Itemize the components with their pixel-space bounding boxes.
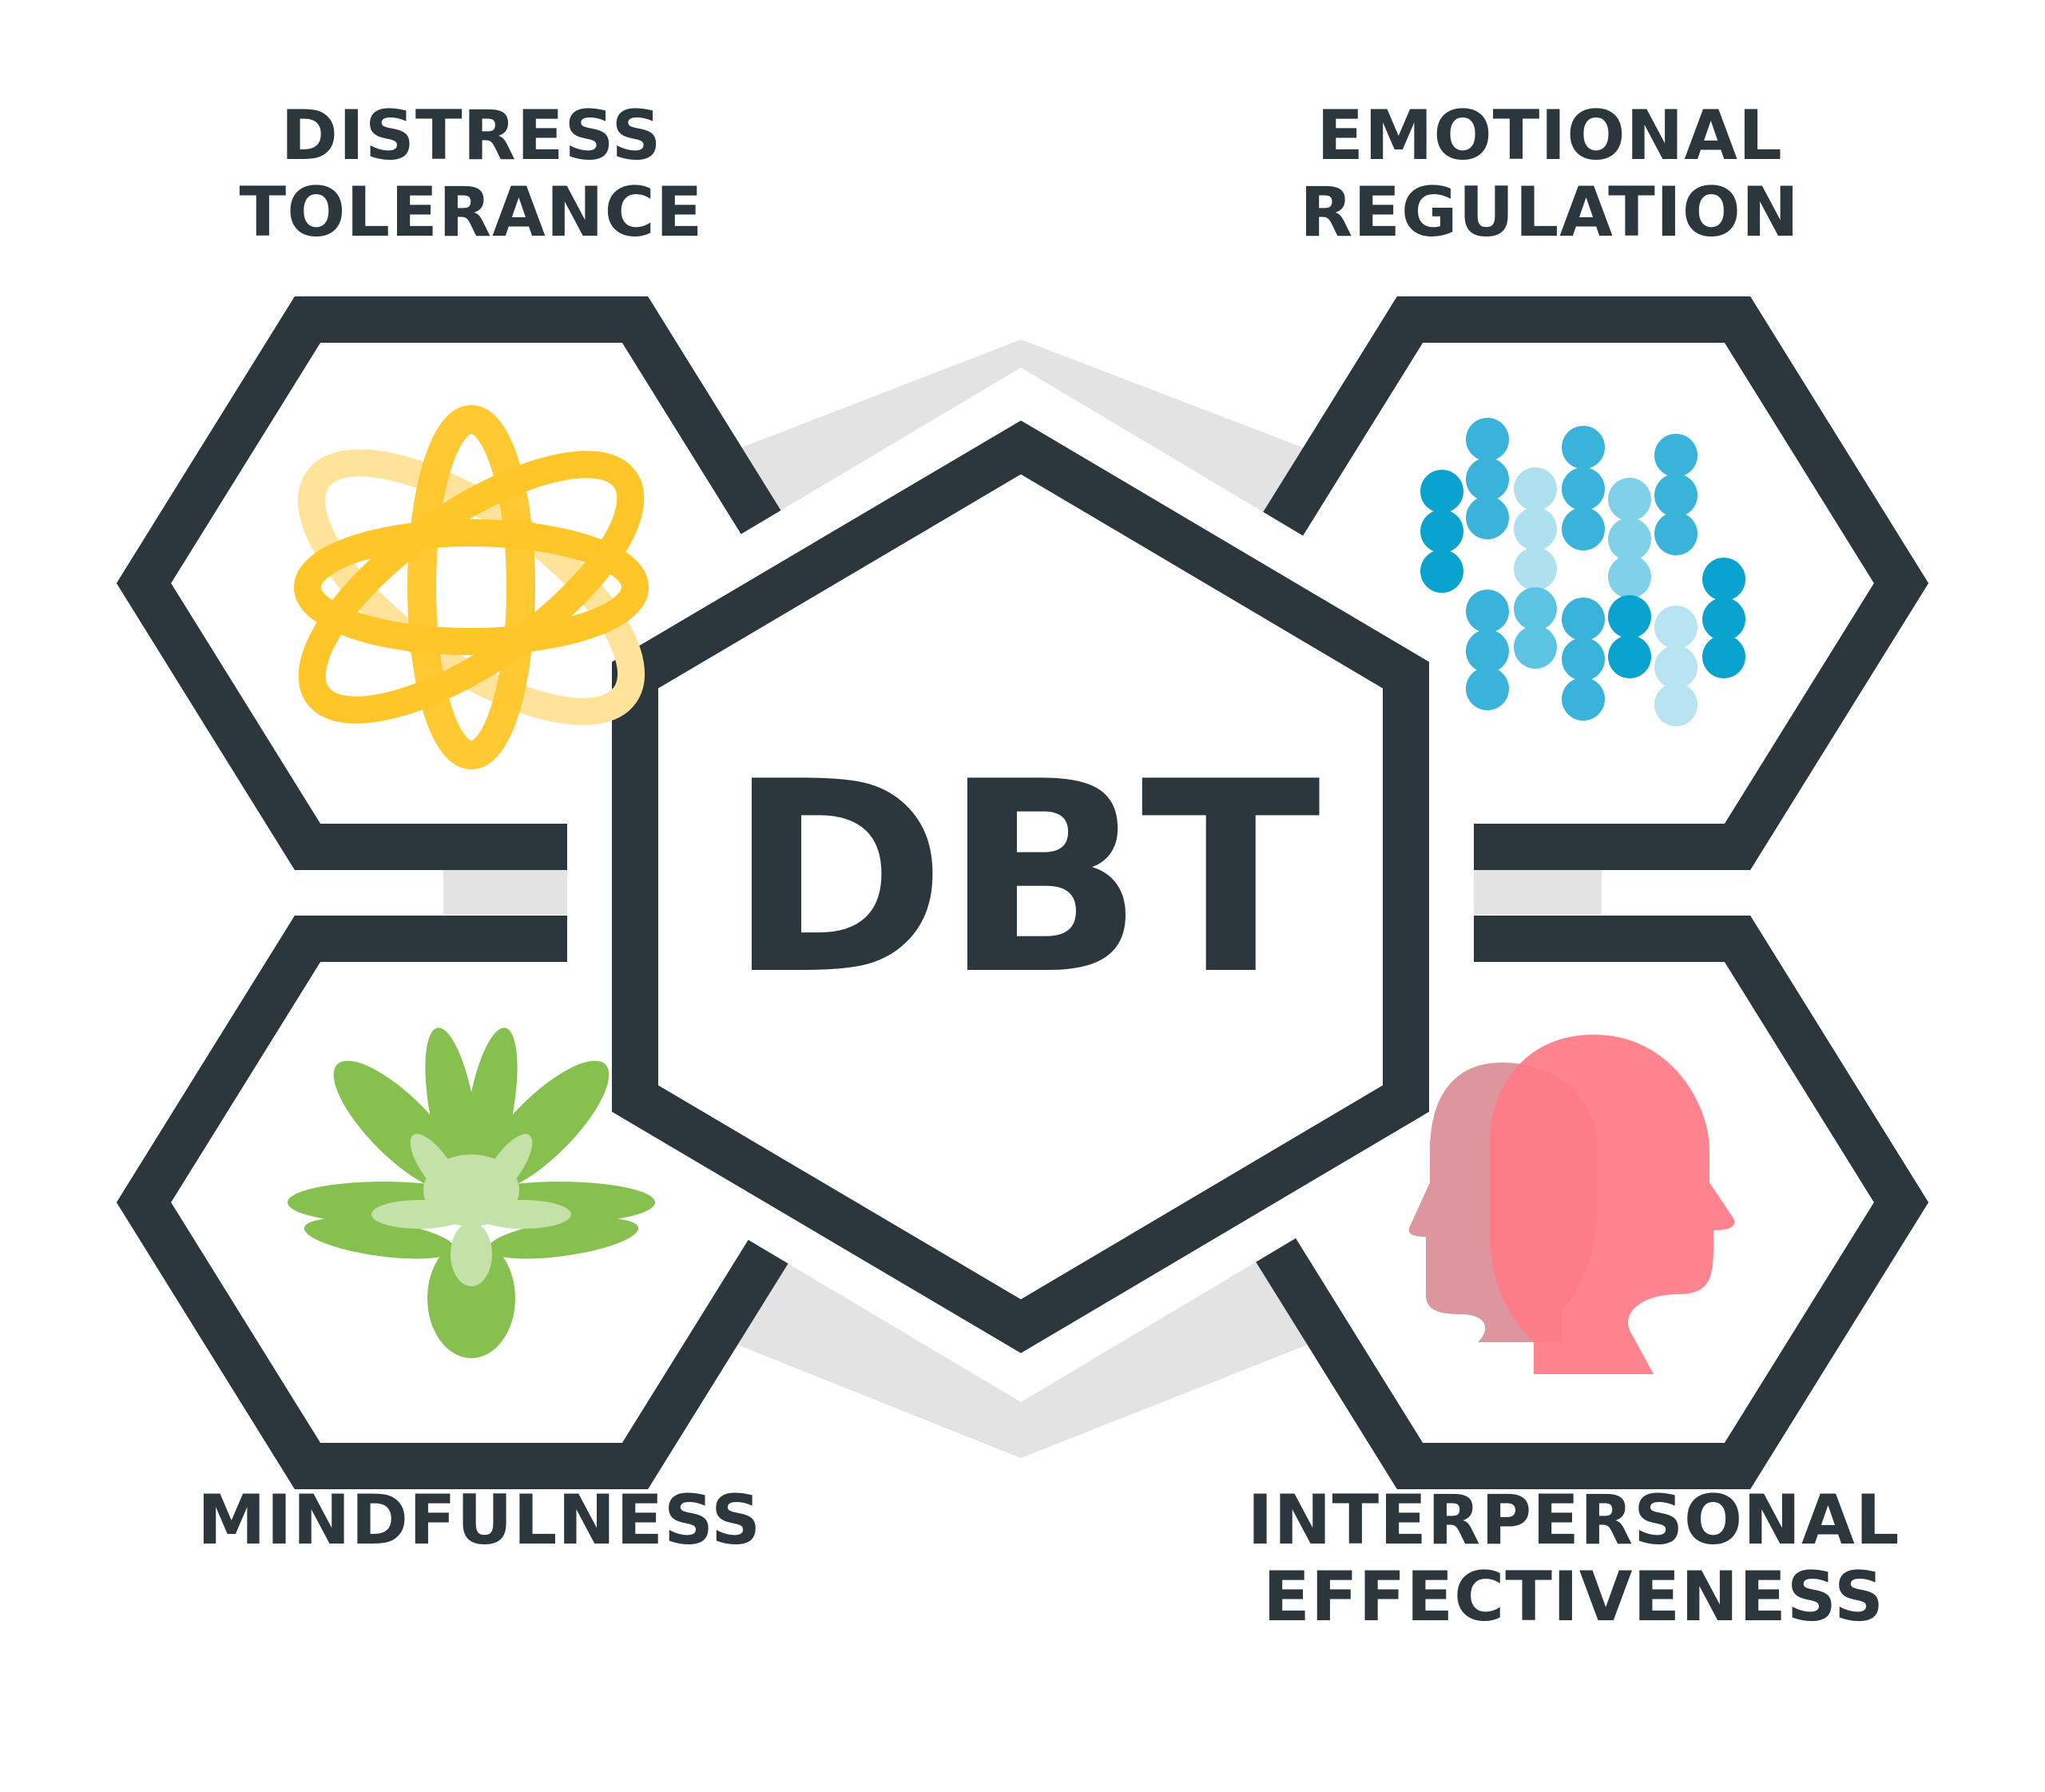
atom-icon [294, 405, 649, 769]
dot-column-4 [1562, 426, 1605, 721]
atom-orbit-3 [407, 405, 535, 769]
center-hexagon-gap [567, 368, 1474, 1402]
dot-column-5 [1608, 478, 1651, 598]
dot-columns-icon [1420, 418, 1745, 726]
distress-tolerance-label: DISTRESS TOLERANCE [239, 96, 704, 253]
center-title: DBT [727, 725, 1321, 1032]
dot-column-5b [1608, 595, 1651, 678]
dot-column-7 [1702, 558, 1745, 678]
lotus-flower-icon [288, 1027, 655, 1358]
interpersonal-effectiveness-label: INTERPERSONAL EFFECTIVENESS [1247, 1480, 1900, 1638]
head-front [1490, 1035, 1735, 1374]
mindfulness-label: MINDFULNESS [197, 1480, 762, 1560]
dot-column-2 [1466, 418, 1509, 710]
emotional-regulation-label: EMOTIONAL REGULATION [1300, 96, 1800, 253]
dot-column-3 [1514, 467, 1557, 590]
dot-column-6 [1654, 434, 1698, 555]
dot-column-6b [1654, 606, 1698, 726]
dot-column-3b [1514, 587, 1557, 669]
two-heads-icon [1408, 1035, 1735, 1374]
atom-orbit-1 [294, 519, 649, 655]
dot-column-1 [1420, 470, 1463, 593]
